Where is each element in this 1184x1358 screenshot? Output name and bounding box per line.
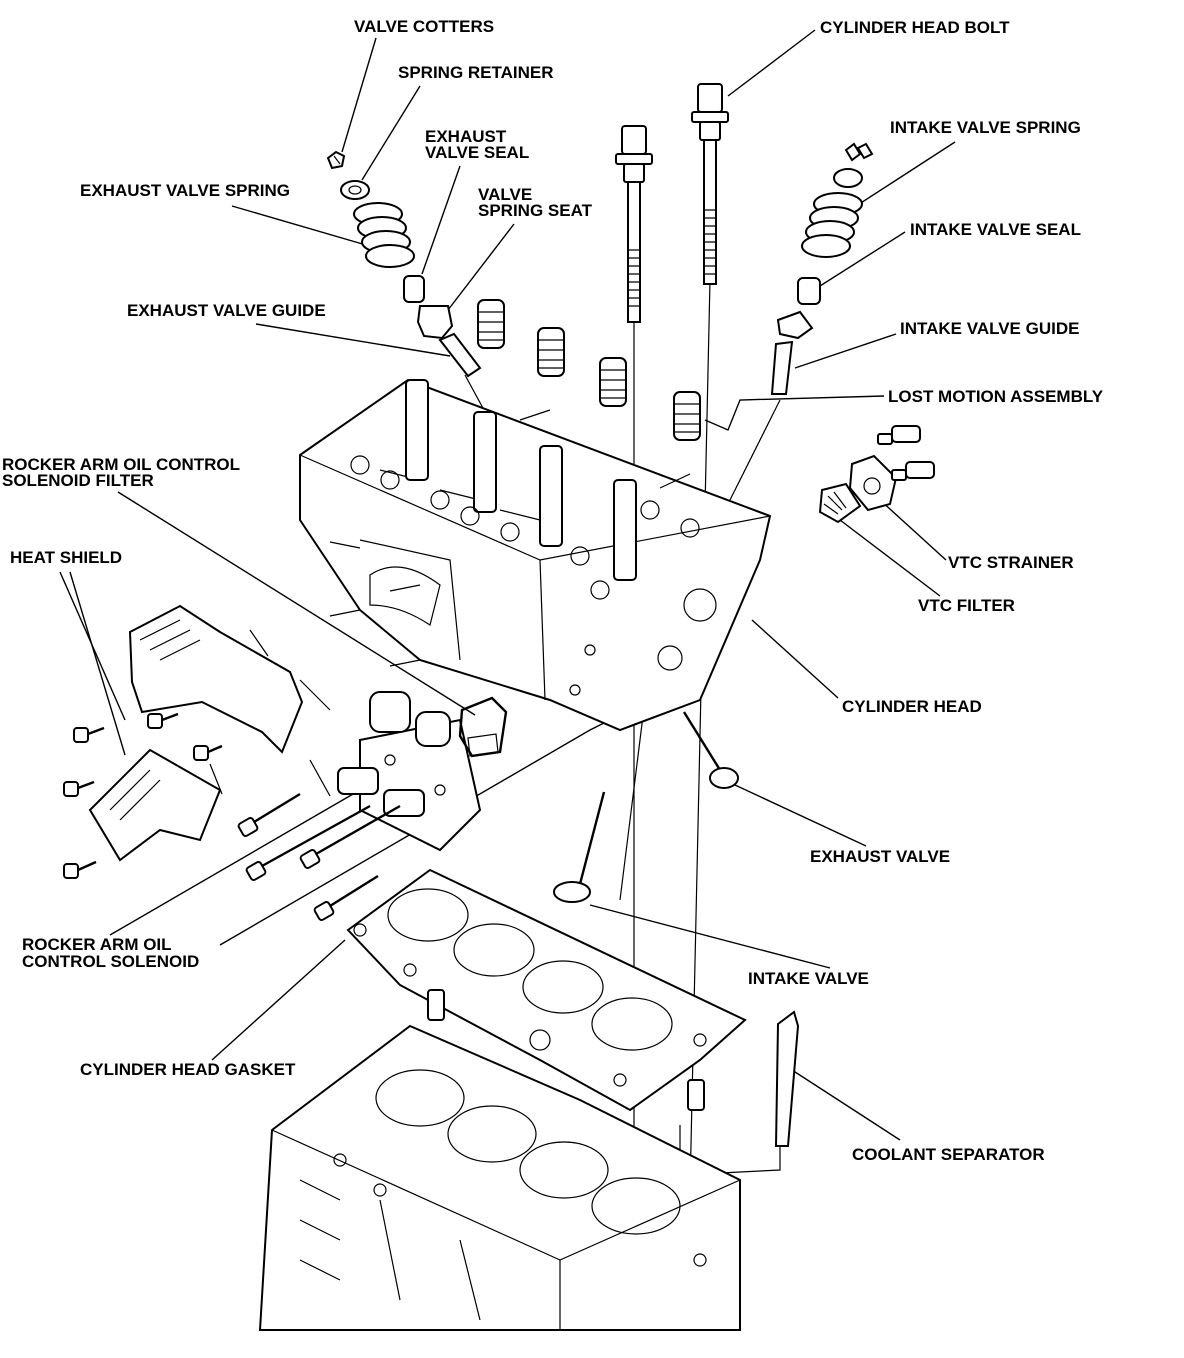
engine-block-part <box>258 1024 741 1331</box>
cylinder-head-gasket-part <box>346 868 747 1112</box>
leader-exhaust-valve <box>734 784 867 847</box>
leader-intake-valve-spring <box>849 141 956 211</box>
leader-exhaust-valve-seal <box>421 165 461 275</box>
vtc-parts <box>818 425 935 524</box>
exhaust-valve-train <box>326 150 482 378</box>
label-rocker-filter-line1: ROCKER ARM OIL CONTROL <box>2 455 240 474</box>
label-cylinder-head-bolt: CYLINDER HEAD BOLT <box>820 18 1010 37</box>
cylinder-head-bolt-short <box>615 125 653 323</box>
intake-valve-part <box>553 791 606 903</box>
vtc-bolt-1 <box>877 425 921 445</box>
intake-spring-retainer-part <box>833 168 863 188</box>
leader-cylinder-head-gasket <box>211 939 346 1061</box>
vtc-filter-part <box>818 482 862 524</box>
solenoid-bolt-1 <box>237 792 301 837</box>
label-exhaust-valve-guide: EXHAUST VALVE GUIDE <box>127 301 326 320</box>
label-exhaust-valve: EXHAUST VALVE <box>810 847 950 866</box>
label-intake-valve: INTAKE VALVE <box>748 969 869 988</box>
cylinder-head-part <box>299 378 772 732</box>
dowel-pin-2 <box>687 1079 705 1111</box>
label-vtc-strainer: VTC STRAINER <box>948 553 1074 572</box>
leader-vtc-filter <box>839 519 941 597</box>
label-rocker-solenoid-line2: CONTROL SOLENOID <box>22 952 199 971</box>
intake-valve-cotters-part <box>844 142 874 162</box>
label-valve-cotters: VALVE COTTERS <box>354 17 494 36</box>
leader-vtc-strainer <box>879 499 947 561</box>
leader-coolant-separator <box>791 1069 901 1141</box>
leader-lines <box>59 29 956 1141</box>
exhaust-valve-part <box>682 711 739 789</box>
leader-cylinder-head <box>751 619 839 699</box>
label-lost-motion-assembly: LOST MOTION ASSEMBLY <box>888 387 1104 406</box>
leader-rocker-filter <box>117 491 476 716</box>
exhaust-valve-guide-part <box>438 332 482 378</box>
label-vtc-filter: VTC FILTER <box>918 596 1015 615</box>
leader-lost-motion <box>704 395 885 431</box>
lost-motion-spring-1 <box>477 299 505 349</box>
exhaust-valve-spring-part <box>353 202 415 268</box>
intake-valve-spring-part <box>801 192 863 258</box>
leader-cylinder-head-bolt <box>727 29 816 97</box>
rocker-arm-oil-control-solenoid-filter-part <box>458 696 508 758</box>
dowel-pin-1 <box>427 989 445 1021</box>
lost-motion-assembly-springs <box>477 299 701 441</box>
cylinder-head-bolt-long <box>691 83 729 285</box>
vtc-strainer-part <box>848 454 898 512</box>
leader-exhaust-valve-guide <box>255 323 451 357</box>
label-heat-shield: HEAT SHIELD <box>10 548 122 567</box>
leader-intake-valve-guide <box>794 333 897 369</box>
label-spring-retainer: SPRING RETAINER <box>398 63 554 82</box>
cylinder-head-bolts <box>615 83 729 323</box>
vtc-bolt-2 <box>891 461 935 481</box>
heat-shield-bolt-4 <box>63 780 95 797</box>
heat-shield-bolts <box>63 712 223 879</box>
valve-spring-seat-part <box>416 305 454 340</box>
label-rocker-filter-line2: SOLENOID FILTER <box>2 471 154 490</box>
intake-valve-train <box>770 142 874 395</box>
label-exhaust-valve-spring: EXHAUST VALVE SPRING <box>80 181 290 200</box>
intake-spring-seat-part <box>776 310 814 340</box>
valve-cotters-part <box>326 150 346 170</box>
heat-shield-bolt-2 <box>147 712 179 729</box>
leader-heat-shield-b <box>69 571 126 756</box>
label-rocker-solenoid-line1: ROCKER ARM OIL <box>22 935 172 954</box>
heat-shield-bolt-3 <box>193 744 223 761</box>
leader-spring-retainer <box>361 85 421 181</box>
leader-valve-spring-seat <box>447 223 515 311</box>
heat-shield-part <box>88 604 331 862</box>
label-exhaust-valve-seal-line2: VALVE SEAL <box>425 143 529 162</box>
label-intake-valve-guide: INTAKE VALVE GUIDE <box>900 319 1079 338</box>
solenoid-bolt-2 <box>245 804 371 881</box>
intake-valve-guide-part <box>770 340 794 395</box>
solenoid-bolt-4 <box>313 874 379 921</box>
labels: VALVE COTTERS SPRING RETAINER EXHAUST VA… <box>2 17 1104 1164</box>
label-coolant-separator: COOLANT SEPARATOR <box>852 1145 1045 1164</box>
spring-retainer-part <box>340 180 370 200</box>
leader-intake-valve <box>589 904 831 969</box>
solenoid-bolts <box>237 792 401 921</box>
intake-valve-seal-part <box>797 277 821 305</box>
label-cylinder-head-gasket: CYLINDER HEAD GASKET <box>80 1060 296 1079</box>
label-intake-valve-spring: INTAKE VALVE SPRING <box>890 118 1081 137</box>
rocker-arm-oil-control-solenoid-part <box>337 691 482 852</box>
leader-valve-cotters <box>341 37 377 153</box>
solenoid-bolt-3 <box>299 804 401 869</box>
heat-shield-bolt-5 <box>63 860 97 879</box>
label-valve-spring-seat-line1: VALVE <box>478 185 532 204</box>
leader-rocker-solenoid <box>109 789 361 936</box>
leader-intake-valve-seal <box>819 231 906 287</box>
coolant-separator-part <box>774 1010 800 1147</box>
label-valve-spring-seat-line2: SPRING SEAT <box>478 201 593 220</box>
label-cylinder-head: CYLINDER HEAD <box>842 697 982 716</box>
lost-motion-spring-4 <box>673 391 701 441</box>
lost-motion-spring-2 <box>537 327 565 377</box>
label-intake-valve-seal: INTAKE VALVE SEAL <box>910 220 1081 239</box>
exhaust-valve-seal-part <box>403 275 425 303</box>
label-exhaust-valve-seal-line1: EXHAUST <box>425 127 507 146</box>
lost-motion-spring-3 <box>599 357 627 407</box>
heat-shield-bolt-1 <box>73 726 105 743</box>
